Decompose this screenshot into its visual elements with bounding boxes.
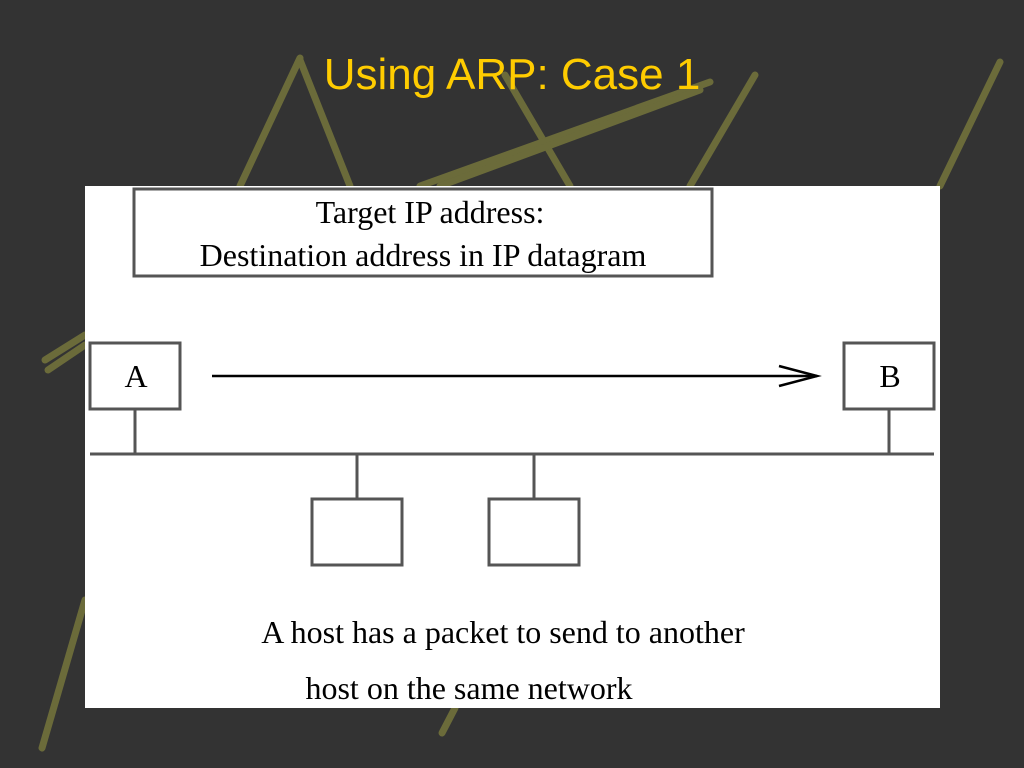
slide-title: Using ARP: Case 1 — [323, 50, 701, 99]
decor-line — [436, 86, 704, 190]
caption-line-2: host on the same network — [305, 670, 632, 706]
host-a-label: A — [124, 358, 147, 394]
note-line-2: Destination address in IP datagram — [200, 237, 647, 273]
caption-line-1: A host has a packet to send to another — [261, 614, 745, 650]
decor-line — [501, 71, 574, 190]
other-host-box-2 — [487, 497, 581, 567]
decor-line — [41, 331, 89, 364]
decor-line — [296, 56, 354, 190]
host-b-label: B — [879, 358, 900, 394]
target-ip-note-box — [132, 187, 714, 278]
decor-line — [38, 596, 89, 752]
decor-line — [686, 71, 759, 190]
decor-line — [416, 78, 714, 190]
packet-arrow — [212, 364, 822, 388]
diagram-panel: Target IP address: Destination address i… — [85, 186, 940, 708]
decor-line — [936, 58, 1004, 190]
other-host-box-1 — [310, 497, 404, 567]
decor-line — [438, 704, 459, 737]
arp-diagram: Target IP address: Destination address i… — [88, 187, 936, 706]
note-line-1: Target IP address: — [316, 194, 545, 230]
decor-line — [44, 341, 89, 374]
decor-line — [236, 54, 304, 190]
